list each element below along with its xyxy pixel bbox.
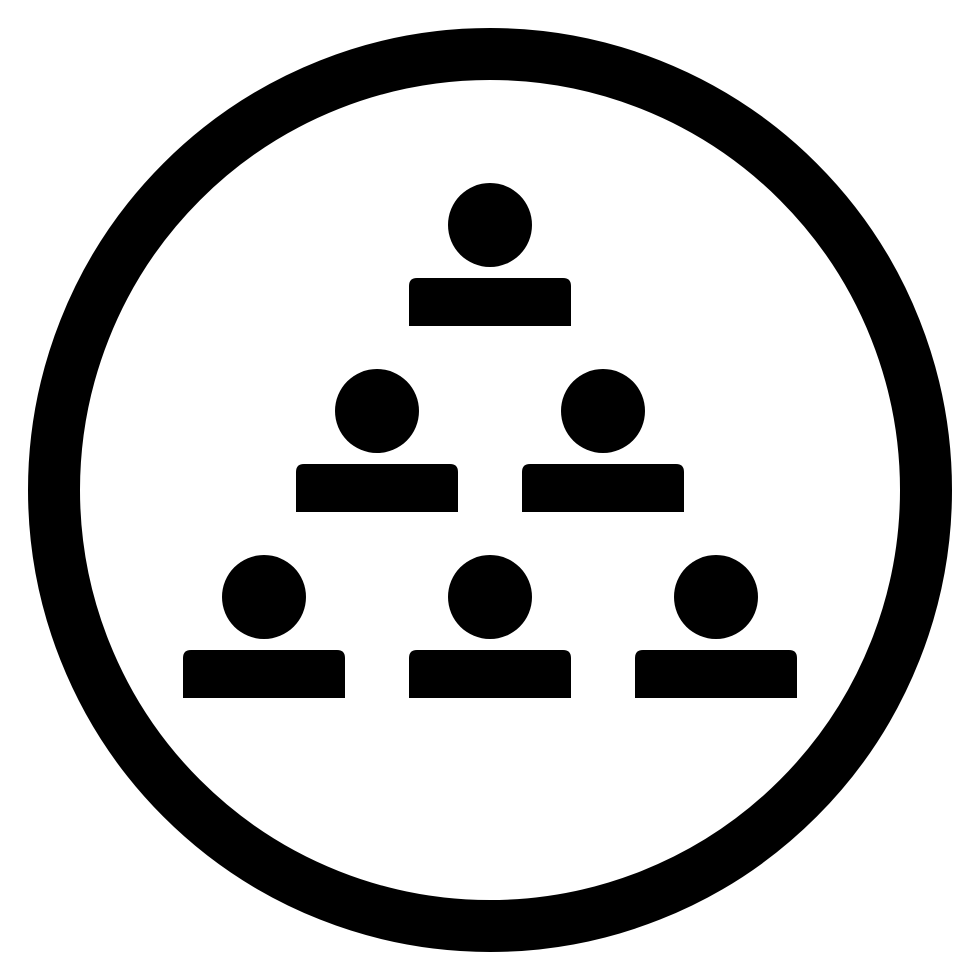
people-group	[183, 183, 797, 698]
person-head	[448, 555, 532, 639]
person-body	[522, 464, 684, 512]
person-body	[409, 650, 571, 698]
person-figure	[522, 369, 684, 512]
person-figure	[409, 183, 571, 326]
person-head	[674, 555, 758, 639]
person-figure	[183, 555, 345, 698]
person-body	[635, 650, 797, 698]
person-head	[222, 555, 306, 639]
person-figure	[635, 555, 797, 698]
person-body	[296, 464, 458, 512]
outer-ring	[28, 28, 952, 952]
person-body	[183, 650, 345, 698]
person-head	[335, 369, 419, 453]
person-figure	[296, 369, 458, 512]
person-head	[561, 369, 645, 453]
person-figure	[409, 555, 571, 698]
person-head	[448, 183, 532, 267]
person-body	[409, 278, 571, 326]
